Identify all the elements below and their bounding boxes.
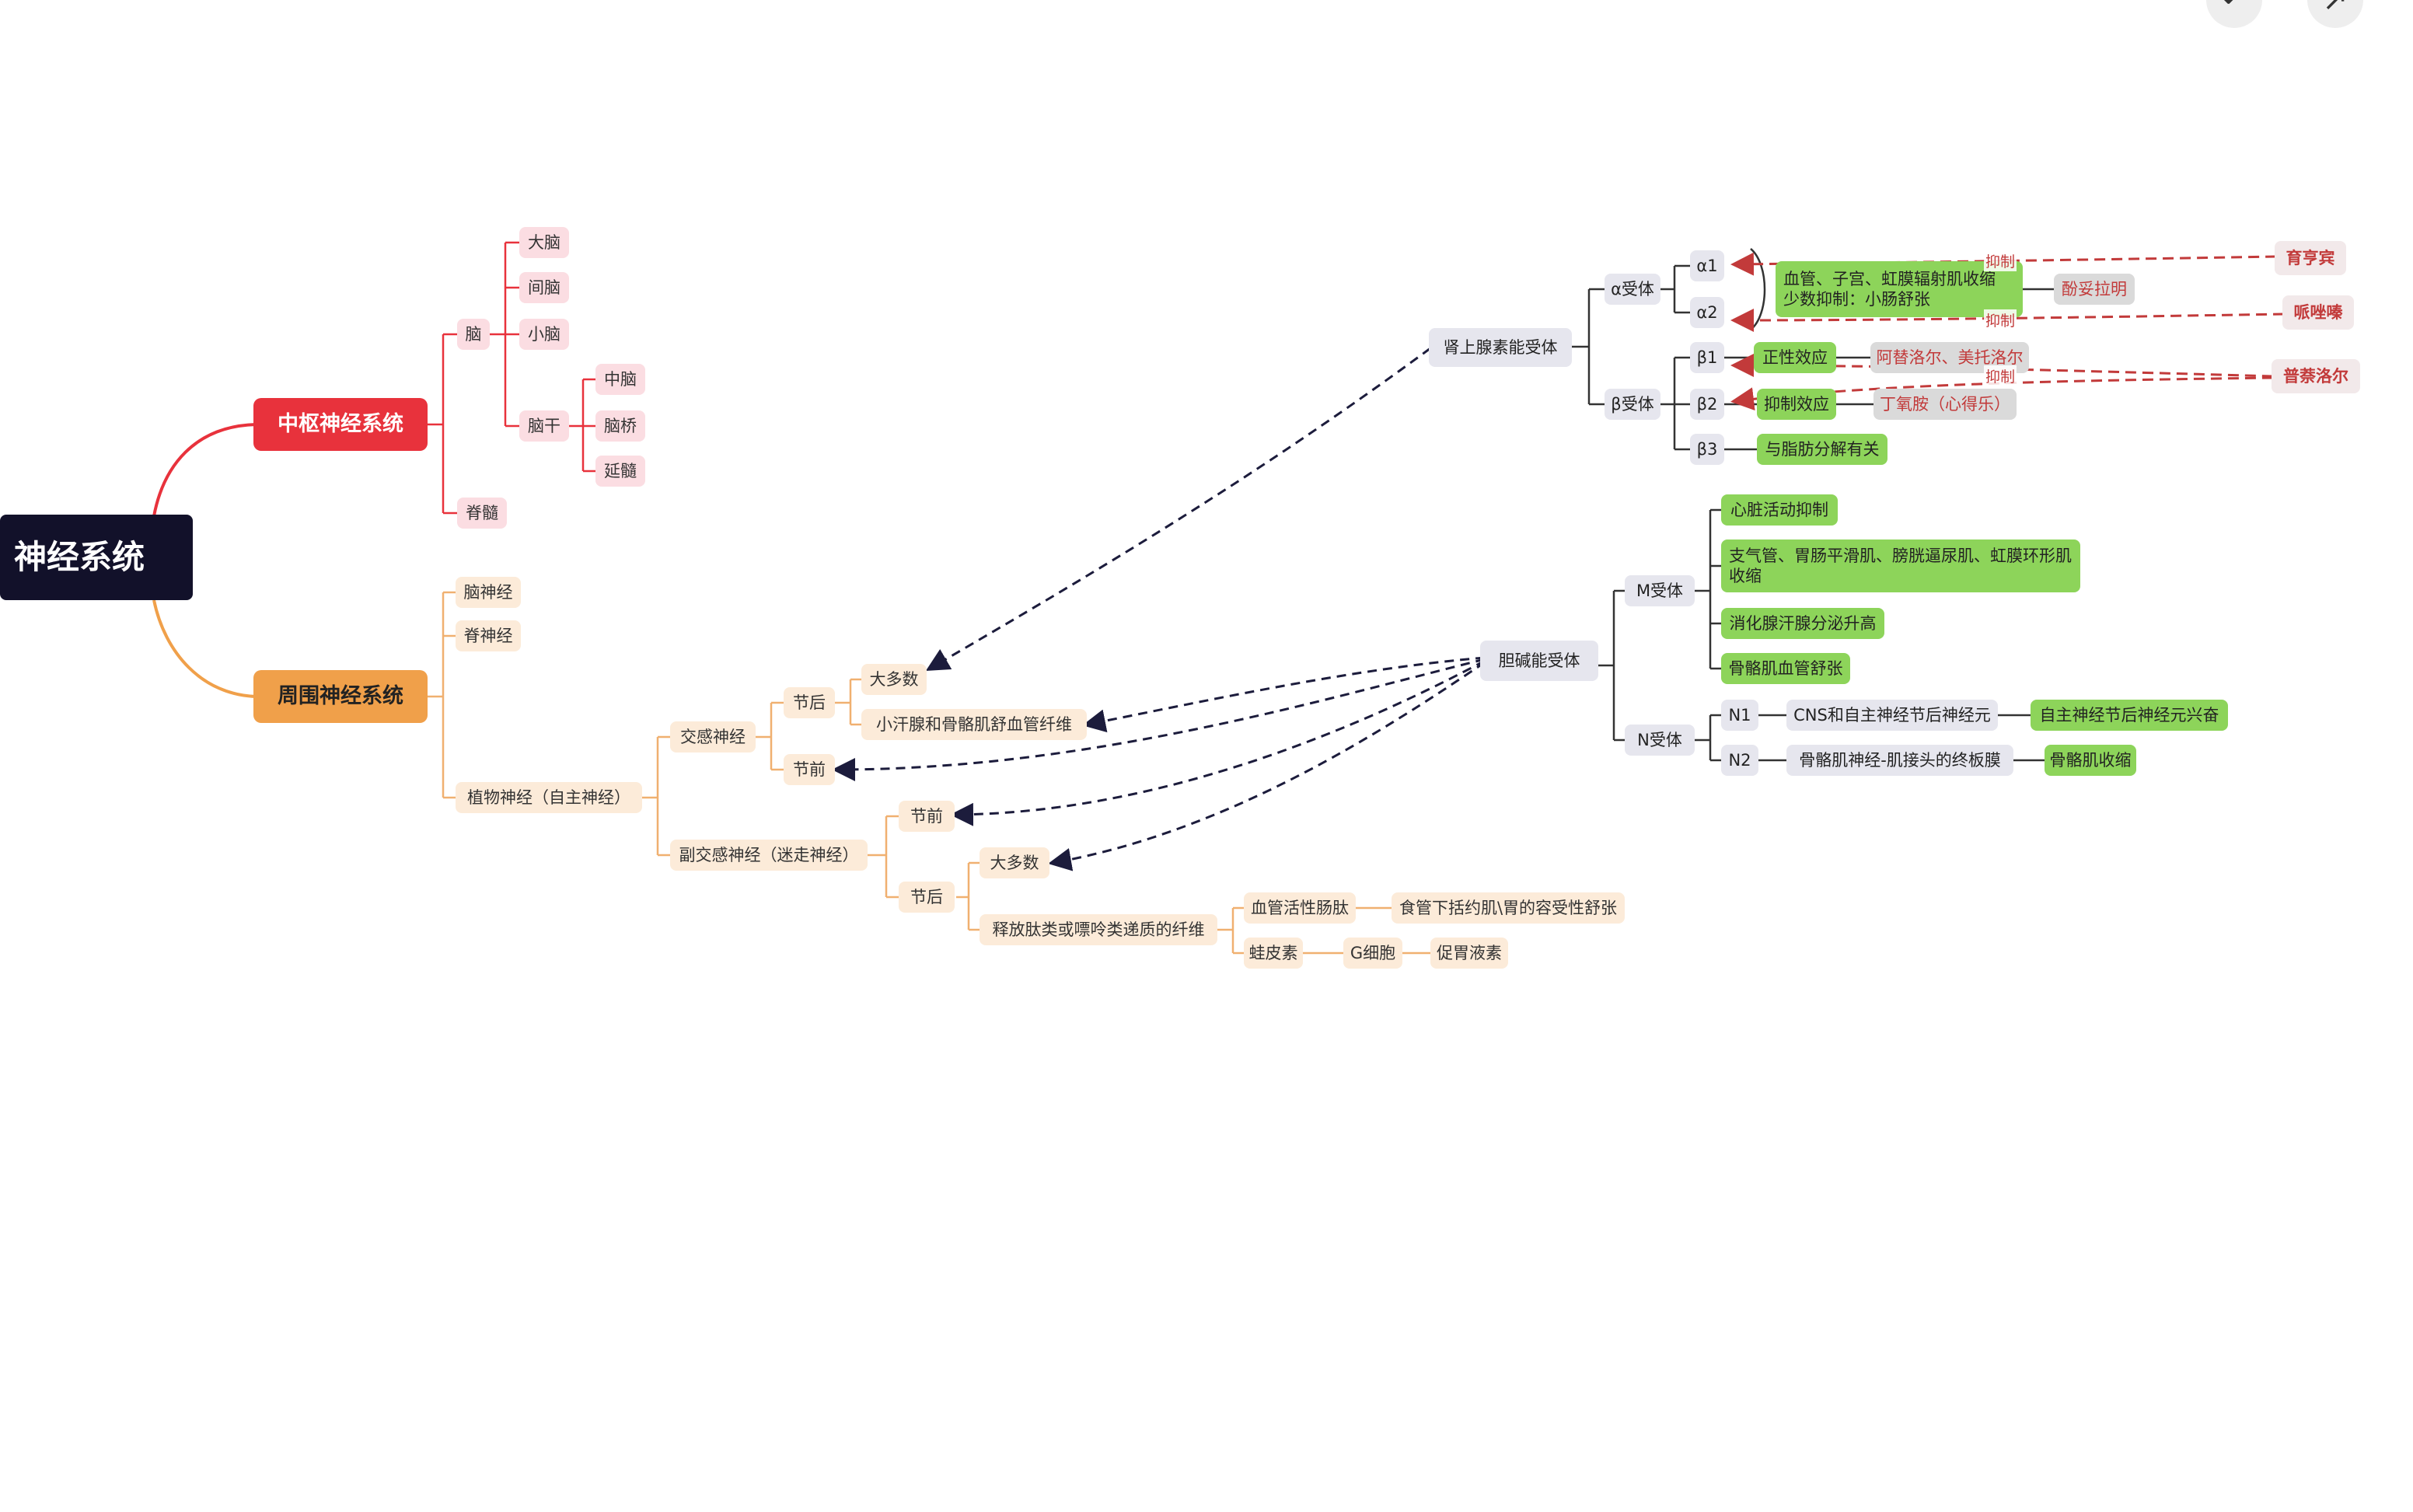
midbrain-node[interactable]: 中脑 [595, 364, 645, 395]
n2-node[interactable]: N2 [1721, 745, 1758, 776]
symp-post-node[interactable]: 节后 [784, 687, 835, 718]
n2-site-node[interactable]: 骨骼肌神经-肌接头的终板膜 [1786, 745, 2013, 776]
m-effect-heart[interactable]: 心脏活动抑制 [1721, 494, 1838, 526]
spinal-cord-node[interactable]: 脊髓 [457, 498, 507, 529]
sympathetic-node[interactable]: 交感神经 [670, 721, 756, 753]
m-receptor-node[interactable]: M受体 [1625, 575, 1695, 606]
beta1-effect-node[interactable]: 正性效应 [1754, 342, 1836, 373]
cns-node[interactable]: 中枢神经系统 [253, 398, 428, 451]
yohimbine-node[interactable]: 育亨宾 [2275, 241, 2346, 275]
autonomic-nerve-node[interactable]: 植物神经（自主神经） [456, 782, 642, 813]
vip-node[interactable]: 血管活性肠肽 [1244, 892, 1356, 924]
n1-node[interactable]: N1 [1721, 700, 1758, 731]
gastrin-node[interactable]: 促胃液素 [1430, 938, 1508, 969]
alpha-effect-line2: 少数抑制：小肠舒张 [1783, 290, 1930, 309]
beta2-effect-node[interactable]: 抑制效应 [1757, 389, 1836, 420]
pons-node[interactable]: 脑桥 [595, 410, 645, 442]
para-post-majority-node[interactable]: 大多数 [980, 847, 1049, 878]
m-effect-smooth-muscle[interactable]: 支气管、胃肠平滑肌、膀胱逼尿肌、虹膜环形肌收缩 [1721, 540, 2080, 592]
beta2-drug-node[interactable]: 丁氧胺（心得乐） [1873, 389, 2017, 420]
beta2-node[interactable]: β2 [1690, 389, 1724, 420]
inhibit-label-propranolol: 抑制 [1984, 365, 2017, 386]
beta-receptor-node[interactable]: β受体 [1605, 389, 1660, 420]
alpha2-node[interactable]: α2 [1690, 297, 1724, 328]
n1-site-node[interactable]: CNS和自主神经节后神经元 [1786, 700, 1998, 731]
symp-post-majority-node[interactable]: 大多数 [861, 664, 927, 695]
beta1-node[interactable]: β1 [1690, 342, 1724, 373]
symp-pre-node[interactable]: 节前 [784, 754, 835, 785]
brain-node[interactable]: 脑 [457, 319, 490, 350]
n2-effect-node[interactable]: 骨骼肌收缩 [2045, 745, 2136, 776]
propranolol-node[interactable]: 普萘洛尔 [2272, 359, 2360, 393]
spinal-nerve-node[interactable]: 脊神经 [456, 620, 521, 651]
inhibit-label-prazosin: 抑制 [1984, 309, 2017, 330]
g-cell-node[interactable]: G细胞 [1343, 938, 1402, 969]
para-post-node[interactable]: 节后 [899, 882, 955, 913]
para-peptide-fiber-node[interactable]: 释放肽类或嘌呤类递质的纤维 [980, 914, 1217, 945]
m-effect-gland[interactable]: 消化腺汗腺分泌升高 [1721, 608, 1884, 639]
para-pre-node[interactable]: 节前 [899, 801, 955, 832]
beta3-node[interactable]: β3 [1690, 434, 1724, 465]
inhibit-label-yohimbine: 抑制 [1984, 250, 2017, 271]
cholinergic-receptor-node[interactable]: 胆碱能受体 [1480, 641, 1598, 681]
cerebellum-node[interactable]: 小脑 [519, 319, 569, 350]
cerebrum-node[interactable]: 大脑 [519, 227, 569, 258]
phentolamine-node[interactable]: 酚妥拉明 [2054, 274, 2135, 305]
beta1-blocker-node[interactable]: 阿替洛尔、美托洛尔 [1870, 342, 2029, 373]
bombesin-node[interactable]: 蛙皮素 [1244, 938, 1303, 969]
parasympathetic-node[interactable]: 副交感神经（迷走神经） [670, 840, 868, 871]
n-receptor-node[interactable]: N受体 [1625, 725, 1695, 756]
adrenergic-receptor-node[interactable]: 肾上腺素能受体 [1429, 328, 1572, 367]
symp-sweat-fiber-node[interactable]: 小汗腺和骨骼肌舒血管纤维 [861, 709, 1087, 740]
beta3-effect-node[interactable]: 与脂肪分解有关 [1757, 434, 1887, 465]
vip-effect-node[interactable]: 食管下括约肌\胃的容受性舒张 [1392, 892, 1625, 924]
alpha1-node[interactable]: α1 [1690, 250, 1724, 281]
m-effect-vessel[interactable]: 骨骼肌血管舒张 [1721, 653, 1850, 684]
diencephalon-node[interactable]: 间脑 [519, 272, 569, 303]
cranial-nerve-node[interactable]: 脑神经 [456, 577, 521, 608]
medulla-node[interactable]: 延髓 [595, 456, 645, 487]
pns-node[interactable]: 周围神经系统 [253, 670, 428, 723]
alpha-effect-node[interactable]: 血管、子宫、虹膜辐射肌收缩 少数抑制：小肠舒张 [1776, 261, 2023, 317]
prazosin-node[interactable]: 哌唑嗪 [2282, 295, 2354, 330]
alpha-effect-line1: 血管、子宫、虹膜辐射肌收缩 [1783, 269, 1996, 288]
root-node[interactable]: 神经系统 [0, 515, 193, 600]
n1-effect-node[interactable]: 自主神经节后神经元兴奋 [2031, 700, 2228, 731]
alpha-receptor-node[interactable]: α受体 [1605, 274, 1660, 305]
brainstem-node[interactable]: 脑干 [519, 410, 569, 442]
